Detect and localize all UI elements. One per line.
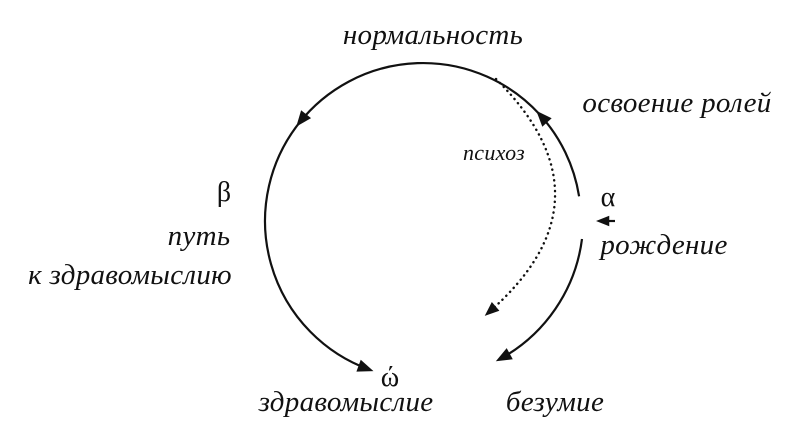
cycle-arc-path-to-sanity bbox=[263, 122, 374, 372]
label-birth: рождение bbox=[600, 229, 728, 261]
label-psychosis: психоз bbox=[462, 140, 526, 165]
label-alpha: α bbox=[600, 182, 616, 213]
label-path-to-sanity-line1: путь bbox=[167, 220, 231, 252]
label-omega: ώ bbox=[380, 362, 400, 393]
label-madness: безумие bbox=[505, 386, 605, 418]
label-path-to-sanity-line2: к здравомыслию bbox=[28, 259, 232, 291]
cycle-arc-normality-to-path bbox=[296, 61, 541, 127]
label-normality: нормальность bbox=[342, 19, 524, 51]
psychosis-dotted-arc bbox=[484, 77, 557, 316]
label-role-mastery: освоение ролей bbox=[582, 87, 772, 119]
birth-to-madness-arc bbox=[495, 238, 584, 362]
label-sanity: здравомыслие bbox=[258, 386, 434, 418]
label-beta: β bbox=[216, 177, 232, 208]
cycle-arc-roles-to-normality bbox=[536, 110, 581, 197]
